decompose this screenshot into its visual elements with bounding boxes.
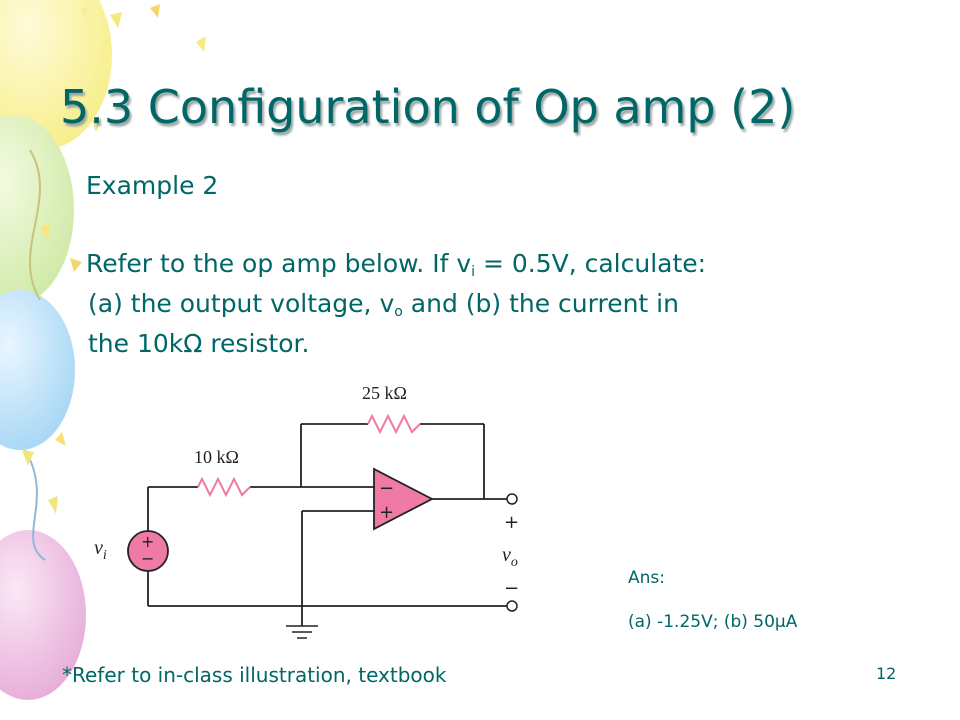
confetti-shape: [48, 496, 58, 514]
circuit-wires: [147, 423, 508, 626]
balloon-string: [29, 149, 41, 301]
confetti-shape: [92, 118, 102, 132]
resistor-25k: [367, 413, 421, 435]
output-plus-label: +: [504, 512, 519, 533]
opamp-symbol: [373, 467, 434, 531]
voltage-source-symbol: [127, 530, 169, 572]
problem-line-1: Refer to the op amp below. If vi = 0.5V,…: [86, 249, 707, 280]
balloon-blue: [0, 290, 75, 450]
confetti-shape: [70, 258, 82, 272]
confetti-shape: [22, 450, 34, 466]
confetti-shape: [55, 432, 66, 446]
output-terminal-top: [506, 493, 518, 505]
source-minus-sign: −: [141, 549, 154, 568]
opamp-noninverting-sign: +: [379, 502, 394, 523]
output-terminal-bottom: [506, 600, 518, 612]
resistor-10k: [197, 476, 251, 498]
source-voltage-label: vi: [94, 537, 107, 563]
confetti-shape: [196, 36, 206, 52]
opamp-inverting-sign: −: [379, 478, 394, 499]
answer-label: Ans:: [628, 568, 665, 588]
problem-line-3: the 10kΩ resistor.: [88, 329, 310, 358]
opamp-circuit-diagram: − + + − 25 kΩ 10 kΩ vi + vo −: [94, 383, 519, 639]
confetti-shape: [110, 12, 122, 28]
problem-line-2: (a) the output voltage, vo and (b) the c…: [88, 289, 679, 320]
output-minus-label: −: [504, 578, 519, 599]
balloon-yellow: [0, 0, 112, 150]
answer-value: (a) -1.25V; (b) 50μA: [628, 612, 798, 632]
balloon-string: [24, 449, 46, 561]
confetti-shape: [150, 4, 160, 18]
example-label: Example 2: [86, 171, 219, 200]
footnote: *Refer to in-class illustration, textboo…: [62, 663, 447, 687]
output-voltage-label: vo: [502, 544, 518, 570]
confetti-shape: [80, 5, 88, 18]
source-plus-sign: +: [141, 532, 154, 551]
feedback-resistor-label: 25 kΩ: [362, 383, 407, 403]
page-number: 12: [876, 664, 897, 683]
problem-statement: Refer to the op amp below. If vi = 0.5V,…: [86, 248, 926, 359]
ground-symbol: [286, 625, 318, 639]
balloon-pink: [0, 530, 86, 700]
confetti-shape: [40, 222, 50, 240]
slide-title: 5.3 Configuration of Op amp (2): [60, 80, 796, 134]
input-resistor-label: 10 kΩ: [194, 447, 239, 467]
